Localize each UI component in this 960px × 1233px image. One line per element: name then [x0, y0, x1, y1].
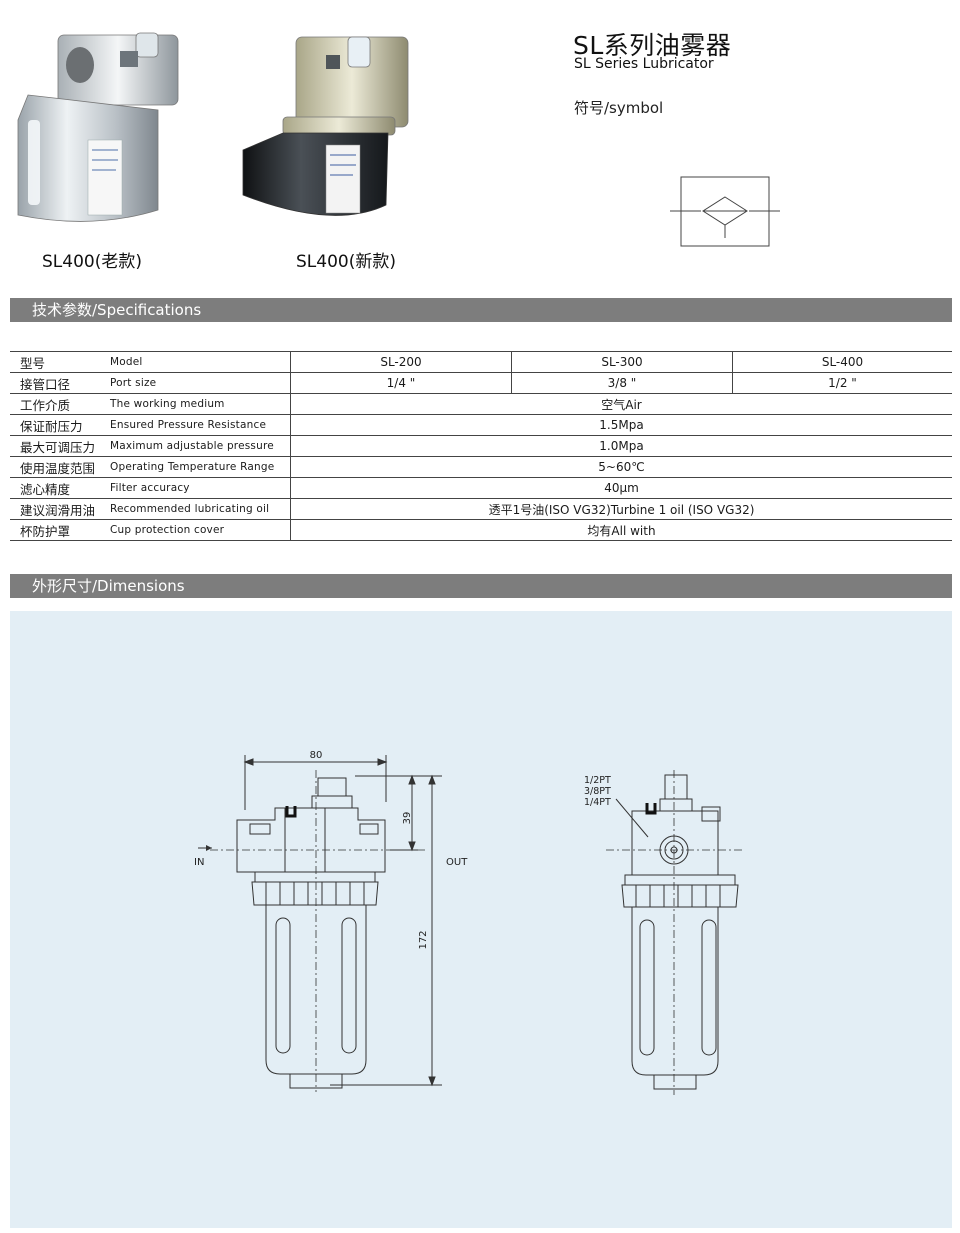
model-sl300: SL-300 — [511, 351, 733, 373]
specifications-table: 型号 Model SL-200 SL-300 SL-400 接管口径 Port … — [10, 351, 952, 541]
table-row: 最大可调压力 Maximum adjustable pressure 1.0Mp… — [10, 435, 952, 457]
model-sl200: SL-200 — [290, 351, 512, 373]
side-view-drawing: 1/2PT 3/8PT 1/4PT — [584, 770, 742, 1095]
row-label-en: Filter accuracy — [110, 477, 291, 499]
lubricating-oil-value: 透平1号油(ISO VG32)Turbine 1 oil (ISO VG32) — [290, 498, 952, 520]
temperature-range-value: 5~60℃ — [290, 456, 952, 478]
port-label-3-8pt: 3/8PT — [584, 786, 611, 797]
table-row: 型号 Model SL-200 SL-300 SL-400 — [10, 351, 952, 373]
table-row: 保证耐压力 Ensured Pressure Resistance 1.5Mpa — [10, 414, 952, 436]
table-row: 滤心精度 Filter accuracy 40μm — [10, 477, 952, 499]
filter-accuracy-value: 40μm — [290, 477, 952, 499]
table-row: 杯防护罩 Cup protection cover 均有All with — [10, 519, 952, 541]
row-label-cn: 保证耐压力 — [10, 414, 110, 436]
top-height-dimension-label: 39 — [402, 812, 413, 825]
front-view-drawing: 80 39 172 IN OUT — [194, 750, 468, 1092]
dimensions-heading: 外形尺寸/Dimensions — [10, 574, 952, 598]
pressure-resistance-value: 1.5Mpa — [290, 414, 952, 436]
dimensions-panel — [10, 611, 952, 1228]
row-label-en: Ensured Pressure Resistance — [110, 414, 291, 436]
table-row: 使用温度范围 Operating Temperature Range 5~60℃ — [10, 456, 952, 478]
symbol-label: 符号/symbol — [574, 99, 664, 117]
row-label-cn: 接管口径 — [10, 372, 110, 394]
row-label-en: Cup protection cover — [110, 519, 291, 541]
product-caption-old: SL400(老款) — [42, 252, 142, 272]
port-size-sl200: 1/4 " — [290, 372, 512, 394]
row-label-cn: 使用温度范围 — [10, 456, 110, 478]
port-size-sl400: 1/2 " — [732, 372, 952, 394]
row-label-en: Port size — [110, 372, 291, 394]
product-photo-new — [242, 36, 409, 216]
working-medium-value: 空气Air — [290, 393, 952, 415]
model-sl400: SL-400 — [732, 351, 952, 373]
width-dimension-label: 80 — [310, 750, 323, 761]
table-row: 接管口径 Port size 1/4 " 3/8 " 1/2 " — [10, 372, 952, 394]
product-caption-new: SL400(新款) — [296, 252, 396, 272]
outlet-label: OUT — [446, 857, 468, 868]
row-label-cn: 工作介质 — [10, 393, 110, 415]
row-label-en: Operating Temperature Range — [110, 456, 291, 478]
row-label-cn: 杯防护罩 — [10, 519, 110, 541]
row-label-cn: 建议润滑用油 — [10, 498, 110, 520]
row-label-cn: 最大可调压力 — [10, 435, 110, 457]
table-row: 工作介质 The working medium 空气Air — [10, 393, 952, 415]
page-title: SL系列油雾器 — [573, 31, 732, 60]
product-photo-old — [17, 32, 179, 222]
row-label-en: Model — [110, 351, 291, 373]
port-label-1-4pt: 1/4PT — [584, 797, 611, 808]
row-label-cn: 滤心精度 — [10, 477, 110, 499]
port-label-1-2pt: 1/2PT — [584, 775, 611, 786]
table-row: 建议润滑用油 Recommended lubricating oil 透平1号油… — [10, 498, 952, 520]
inlet-label: IN — [194, 857, 204, 868]
port-size-sl300: 3/8 " — [511, 372, 733, 394]
lubricator-symbol — [670, 176, 780, 247]
row-label-en: The working medium — [110, 393, 291, 415]
cup-cover-value: 均有All with — [290, 519, 952, 541]
row-label-cn: 型号 — [10, 351, 110, 373]
max-pressure-value: 1.0Mpa — [290, 435, 952, 457]
page-subtitle: SL Series Lubricator — [574, 56, 714, 72]
specifications-heading: 技术参数/Specifications — [10, 298, 952, 322]
row-label-en: Recommended lubricating oil — [110, 498, 291, 520]
total-height-dimension-label: 172 — [418, 930, 429, 949]
row-label-en: Maximum adjustable pressure — [110, 435, 291, 457]
